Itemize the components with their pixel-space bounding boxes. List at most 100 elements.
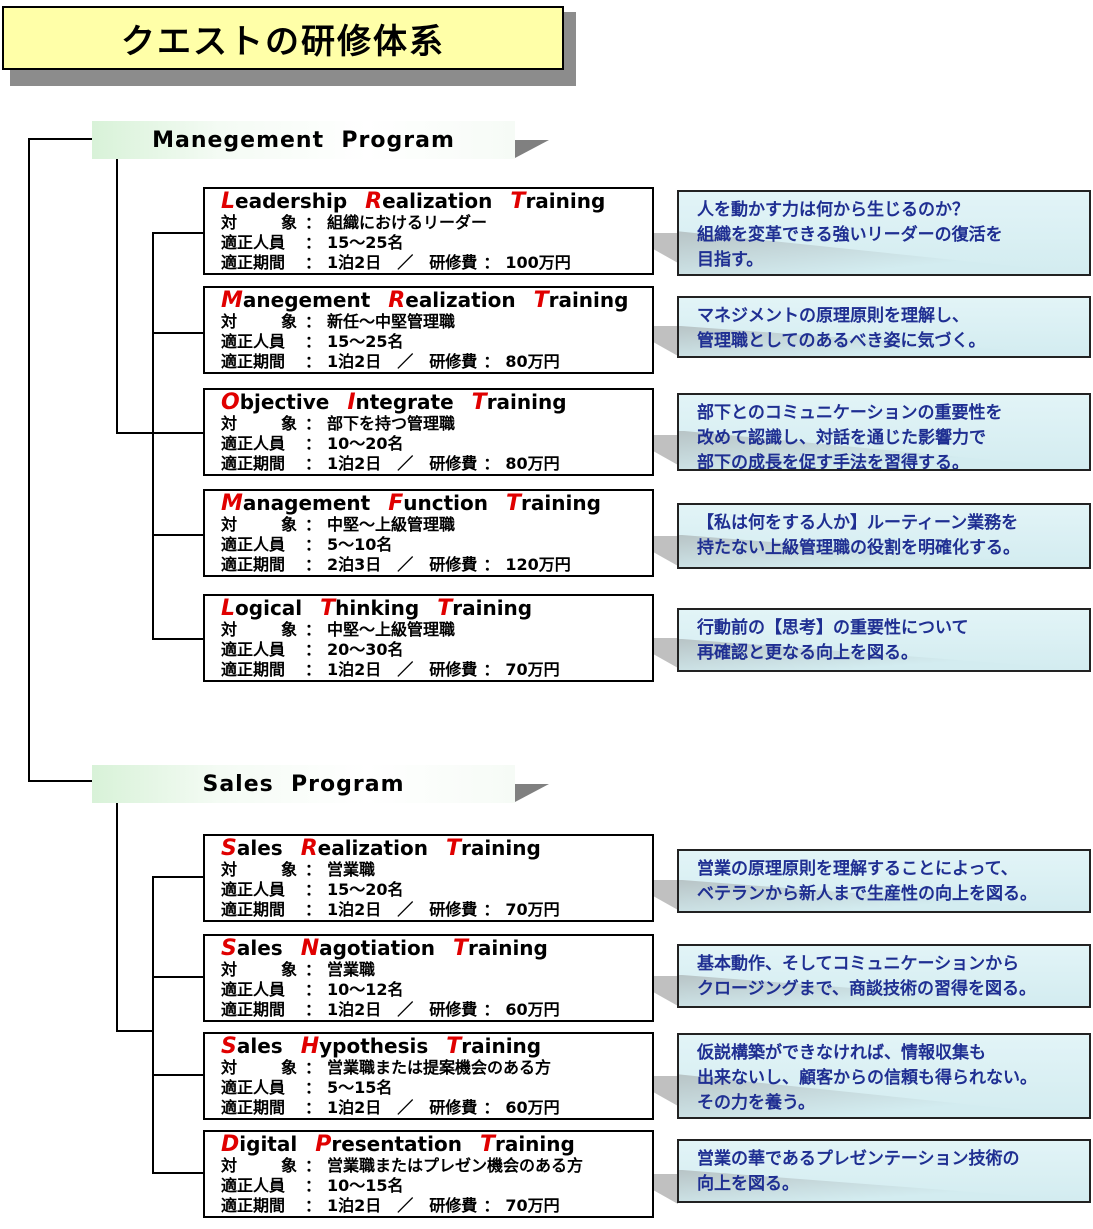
slash: ／: [397, 1000, 414, 1019]
target-label: 対 象: [221, 620, 312, 639]
colon: ：: [483, 1098, 500, 1117]
colon: ：: [305, 640, 322, 659]
course-target-row: 対 象：中堅～上級管理職: [221, 515, 652, 535]
period-label: 適正期間: [221, 900, 286, 919]
course-title-word: Training: [437, 596, 532, 621]
period-value: 1泊2日: [327, 1196, 382, 1215]
target-value: 営業職またはプレゼン機会のある方: [327, 1156, 584, 1175]
course-period-row: 適正期間：1泊2日／研修費：80万円: [221, 352, 652, 372]
description-box: マネジメントの原理原則を理解し、 管理職としてのあるべき姿に気づく。: [677, 296, 1091, 358]
period-value: 1泊2日: [327, 253, 382, 272]
course-title-initial: P: [315, 1132, 332, 1157]
colon: ：: [305, 1156, 322, 1175]
slash: ／: [397, 660, 414, 679]
course-title-initial: T: [320, 596, 336, 621]
course-title: Sales Hypothesis Training: [221, 1034, 652, 1059]
colon: ：: [305, 980, 322, 999]
description-box: 営業の原理原則を理解することによって、 ベテランから新人まで生産性の向上を図る。: [677, 849, 1091, 913]
description-text: マネジメントの原理原則を理解し、 管理職としてのあるべき姿に気づく。: [697, 306, 986, 351]
period-value: 2泊3日: [327, 555, 382, 574]
course-title-initial: S: [221, 936, 237, 961]
fee-value: 120万円: [505, 555, 571, 574]
colon: ：: [305, 352, 322, 371]
description-text: 行動前の【思考】の重要性について 再確認と更なる向上を図る。: [697, 618, 969, 663]
course-title-rest: raining: [486, 390, 567, 414]
course-title-rest: raining: [467, 936, 548, 960]
course-members-row: 適正人員：5～10名: [221, 535, 652, 555]
description-box: 人を動かす力は何から生じるのか？ 組織を変革できる強いリーダーの復活を 目指す。: [677, 190, 1091, 276]
members-value: 5～10名: [327, 535, 393, 554]
callout-connector: [654, 976, 678, 1006]
period-value: 1泊2日: [327, 1098, 382, 1117]
colon: ：: [483, 1000, 500, 1019]
branch-c8: [152, 1172, 204, 1174]
slash: ／: [397, 454, 414, 473]
course-title-word: Realization: [365, 189, 492, 214]
course-title-rest: ypothesis: [319, 1034, 429, 1058]
course-title-word: Sales: [221, 1034, 283, 1059]
course-title-word: Objective: [221, 390, 330, 415]
period-value: 1泊2日: [327, 352, 382, 371]
colon: ：: [305, 660, 322, 679]
target-label: 対 象: [221, 960, 312, 979]
target-value: 営業職: [327, 860, 376, 879]
fee-label: 研修費: [429, 900, 478, 919]
management-program-header: Manegement Program: [92, 121, 515, 159]
course-members-row: 適正人員：15～20名: [221, 880, 652, 900]
course-title-word: Training: [472, 390, 567, 415]
members-label: 適正人員: [221, 640, 286, 659]
colon: ：: [483, 253, 500, 272]
course-title-rest: ogical: [235, 596, 303, 620]
colon: ：: [305, 434, 322, 453]
course-title-word: Training: [446, 1034, 541, 1059]
fee-label: 研修費: [429, 1196, 478, 1215]
course-title-initial: L: [221, 189, 236, 214]
course-title-rest: raining: [525, 189, 606, 213]
course-title-word: Hypothesis: [301, 1034, 429, 1059]
callout-connector: [654, 638, 678, 668]
branch-c5: [152, 876, 204, 878]
course-title-word: Realization: [301, 836, 428, 861]
course-period-row: 適正期間：1泊2日／研修費：60万円: [221, 1000, 652, 1020]
colon: ：: [305, 253, 322, 272]
members-label: 適正人員: [221, 880, 286, 899]
course-title-rest: unction: [403, 491, 488, 515]
title-banner: クエストの研修体系: [2, 6, 564, 70]
target-label: 対 象: [221, 515, 312, 534]
course-period-row: 適正期間：1泊2日／研修費：80万円: [221, 454, 652, 474]
fee-value: 60万円: [505, 1098, 560, 1117]
course-title-rest: bjective: [239, 390, 330, 414]
branch-c0: [152, 232, 204, 234]
colon: ：: [305, 1098, 322, 1117]
members-label: 適正人員: [221, 332, 286, 351]
branch-c3: [152, 534, 204, 536]
course-title-initial: T: [510, 189, 526, 214]
period-value: 1泊2日: [327, 454, 382, 473]
target-label: 対 象: [221, 860, 312, 879]
members-value: 10～15名: [327, 1176, 404, 1195]
course-target-row: 対 象：中堅～上級管理職: [221, 620, 652, 640]
period-label: 適正期間: [221, 660, 286, 679]
management-sub-line: [116, 158, 118, 434]
course-title-initial: T: [506, 491, 522, 516]
management-sub-branch: [116, 432, 154, 434]
course-title-rest: anegement: [242, 288, 371, 312]
description-box: 【私は何をする人か】ルーティーン業務を 持たない上級管理職の役割を明確化する。: [677, 503, 1091, 569]
period-label: 適正期間: [221, 253, 286, 272]
course-title-initial: N: [300, 936, 320, 961]
period-label: 適正期間: [221, 1196, 286, 1215]
branch-c6: [152, 976, 204, 978]
branch-c4: [152, 638, 204, 640]
course-period-row: 適正期間：1泊2日／研修費：70万円: [221, 900, 652, 920]
fee-value: 70万円: [505, 660, 560, 679]
members-value: 20～30名: [327, 640, 404, 659]
colon: ：: [305, 1058, 322, 1077]
header-tail-shape: [515, 140, 549, 158]
course-title-initial: L: [221, 596, 236, 621]
